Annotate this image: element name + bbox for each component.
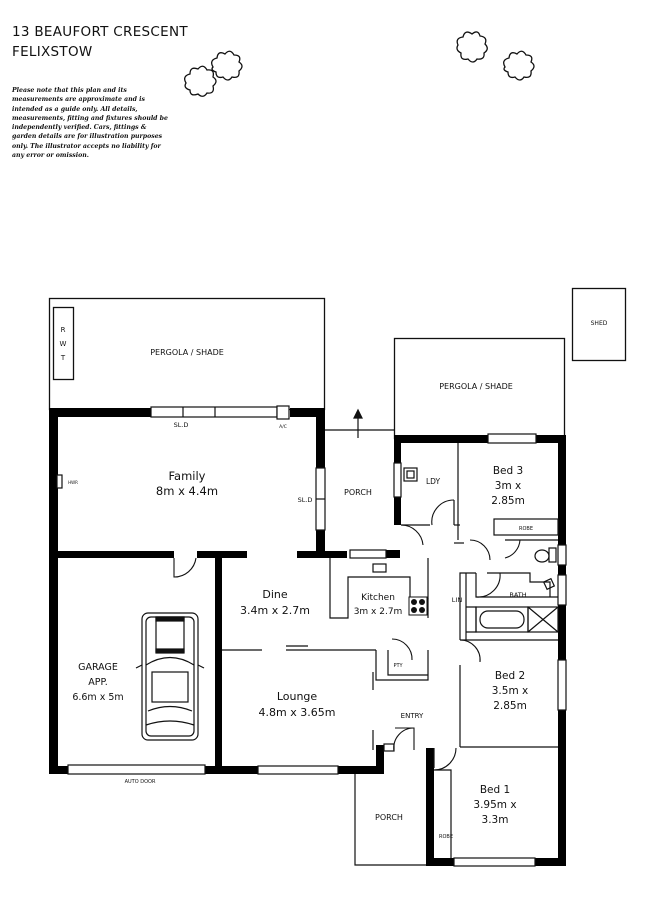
porch-north-label: PORCH: [344, 488, 372, 497]
rwt-label-r: R: [61, 326, 66, 334]
laundry-tub-icon: [403, 467, 418, 482]
bed1-room-name: Bed 1: [480, 784, 510, 796]
garage-name-line2: APP.: [88, 677, 108, 688]
bed2-room-name: Bed 2: [495, 670, 525, 682]
bed2-size-line1: 3.5m x: [492, 685, 528, 697]
bed2-size-line2: 2.85m: [493, 700, 527, 712]
family-room-size: 8m x 4.4m: [156, 484, 218, 498]
shower: [527, 606, 559, 633]
window-porch: [349, 549, 387, 559]
sliding-door-east: [315, 467, 326, 531]
garage-size: 6.6m x 5m: [72, 692, 123, 703]
shed-label: SHED: [591, 320, 608, 327]
garage-name-line1: GARAGE: [78, 662, 118, 673]
lounge-room-size: 4.8m x 3.65m: [259, 706, 336, 719]
window-ldy: [393, 462, 402, 498]
kitchen-room-name: Kitchen: [361, 593, 395, 603]
address-line-1: 13 BEAUFORT CRESCENT: [12, 24, 188, 40]
address-line-2: FELIXSTOW: [12, 44, 93, 60]
stove-icon: [408, 596, 428, 616]
lounge-room-name: Lounge: [277, 690, 318, 703]
window-bed1: [453, 857, 536, 867]
car-icon: [135, 612, 205, 741]
disclaimer-text: Please note that this plan and its measu…: [12, 87, 168, 160]
dine-room-name: Dine: [262, 588, 287, 601]
pergola-west-label: PERGOLA / SHADE: [150, 348, 224, 357]
hwr-label: HWR: [68, 480, 78, 485]
shrub-icon: [184, 31, 535, 97]
sliding-door-north-label: SL.D: [174, 421, 189, 429]
vanity-icon: [542, 577, 556, 591]
hot-water-unit: [56, 474, 63, 489]
linen-label: LIN: [452, 596, 463, 604]
ac-label: A/C: [279, 424, 287, 430]
sliding-door-east-label: SL.D: [298, 496, 313, 504]
bed3-size-line1: 3m x: [495, 480, 521, 492]
rwt-label-t: T: [60, 354, 66, 362]
auto-door-label: AUTO DOOR: [125, 779, 156, 785]
walls: [49, 408, 566, 866]
robe-bed1: [434, 769, 452, 858]
pantry-label: PTY: [393, 663, 403, 669]
shed: [571, 287, 627, 362]
door-swings: [173, 499, 521, 771]
rainwater-tank: [52, 306, 75, 381]
porch-south-outline: [354, 774, 426, 866]
laundry-label: LDY: [426, 477, 441, 486]
rwt-label-w: W: [60, 340, 67, 348]
window-bath-1: [557, 544, 567, 566]
family-room-name: Family: [168, 469, 205, 483]
bed1-size-line1: 3.95m x: [473, 799, 516, 811]
entry-sidelight: [383, 743, 395, 752]
dine-room-size: 3.4m x 2.7m: [240, 604, 310, 617]
kitchen-sink: [372, 563, 387, 573]
garage-auto-door: [67, 764, 206, 775]
sliding-door-north: [150, 406, 278, 418]
kitchen-room-size: 3m x 2.7m: [354, 607, 403, 617]
pantry-outline: [375, 650, 429, 681]
bed3-room-name: Bed 3: [493, 465, 523, 477]
window-bed2: [557, 659, 567, 711]
bed1-size-line2: 3.3m: [482, 814, 509, 826]
ac-unit: [276, 405, 290, 420]
bed3-size-line2: 2.85m: [491, 495, 525, 507]
porch-south-label: PORCH: [375, 813, 403, 822]
window-bed3: [487, 433, 537, 444]
entry-label: ENTRY: [401, 712, 424, 720]
robe-bed1-label: ROBE: [439, 834, 453, 840]
bath-label: BATH: [509, 591, 526, 599]
toilet-icon: [534, 547, 557, 563]
window-lounge: [257, 765, 339, 775]
pergola-east-label: PERGOLA / SHADE: [439, 382, 513, 391]
robe-bed3: [493, 518, 559, 536]
window-bath-2: [557, 574, 567, 606]
robe-bed3-label: ROBE: [519, 526, 533, 532]
